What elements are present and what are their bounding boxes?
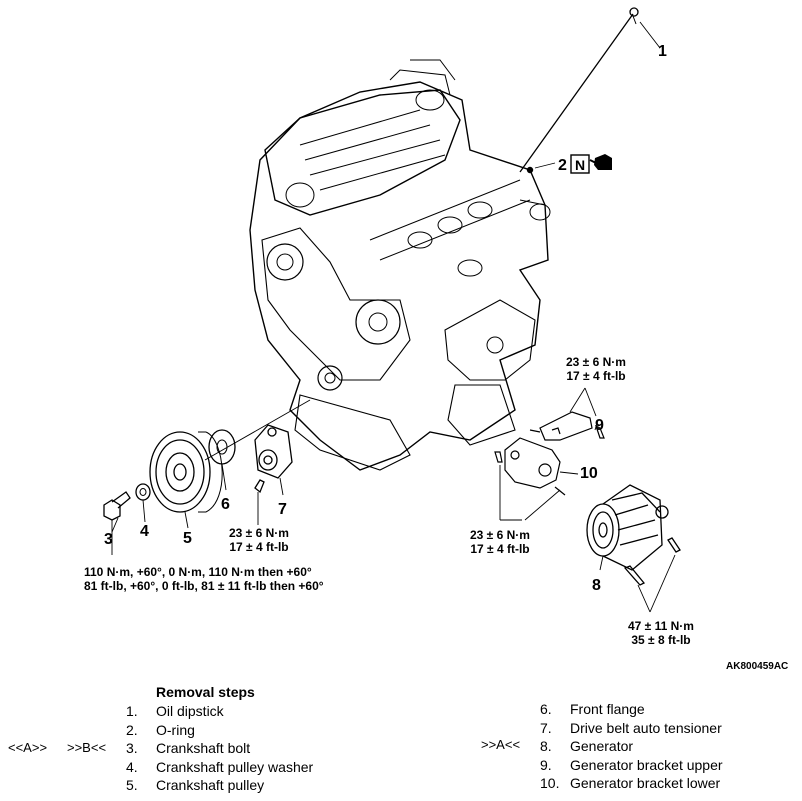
removal-steps-heading: Removal steps (156, 684, 255, 700)
torque-tensioner: 23 ± 6 N·m 17 ± 4 ft-lb (229, 526, 289, 554)
engine-exploded-diagram (103, 7, 681, 613)
callout-9: 9 (595, 417, 604, 434)
list-item: 8.Generator (540, 738, 634, 754)
timing-cover (261, 227, 411, 381)
callout-4: 4 (140, 523, 149, 540)
figure-id: AK800459AC (726, 661, 789, 672)
ref-right-a: >>A<< (481, 737, 521, 752)
bracket-upper-graphic (529, 411, 605, 441)
oil-can-icon (589, 154, 612, 170)
generator-graphic (586, 484, 681, 586)
crank-bolt-graphic (103, 491, 131, 521)
front-flange-graphic (208, 429, 236, 465)
torque-generator-ftlb: 35 ± 8 ft-lb (631, 633, 691, 647)
torque-crank-bolt-ftlb: 81 ft-lb, +60°, 0 ft-lb, 81 ± 11 ft-lb t… (84, 579, 324, 593)
n-symbol: N (575, 157, 586, 173)
list-item: 10.Generator bracket lower (540, 775, 721, 791)
torque-generator-nm: 47 ± 11 N·m (628, 619, 694, 633)
engine-block (249, 81, 549, 471)
torque-tensioner-nm: 23 ± 6 N·m (229, 526, 289, 540)
torque-bracket-lower: 23 ± 6 N·m 17 ± 4 ft-lb (470, 528, 530, 556)
torque-bracket-upper-ftlb: 17 ± 4 ft-lb (566, 369, 626, 383)
callout-10: 10 (580, 465, 598, 482)
torque-tensioner-ftlb: 17 ± 4 ft-lb (229, 540, 289, 554)
torque-bracket-upper: 23 ± 6 N·m 17 ± 4 ft-lb (566, 355, 626, 383)
torque-bracket-lower-ftlb: 17 ± 4 ft-lb (470, 542, 530, 556)
oil-pan (294, 394, 411, 471)
callout-2: 2 (558, 157, 567, 174)
torque-crank-bolt: 110 N·m, +60°, 0 N·m, 110 N·m then +60° … (84, 565, 324, 593)
removal-steps-left: 1.Oil dipstick 2.O-ring 3.Crankshaft bol… (126, 702, 313, 795)
crankshaft-pulley-graphic (149, 431, 223, 513)
callout-5: 5 (183, 530, 192, 547)
intake-manifold (264, 89, 461, 216)
callout-1: 1 (658, 43, 667, 60)
list-item: 4.Crankshaft pulley washer (126, 758, 314, 775)
exhaust-manifold (444, 299, 536, 381)
tensioner-graphic (254, 424, 293, 494)
list-item: 2.O-ring (126, 721, 195, 738)
list-item: 1.Oil dipstick (126, 703, 224, 719)
callout-6: 6 (221, 496, 230, 513)
list-item: 3.Crankshaft bolt (126, 740, 251, 756)
ref-left-b: >>B<< (67, 740, 107, 755)
torque-crank-bolt-nm: 110 N·m, +60°, 0 N·m, 110 N·m then +60° (84, 565, 312, 579)
callout-7: 7 (278, 501, 287, 518)
torque-bracket-upper-nm: 23 ± 6 N·m (566, 355, 626, 369)
list-item: 6.Front flange (540, 701, 645, 717)
callout-8: 8 (592, 577, 601, 594)
ref-left-a: <<A>> (8, 740, 48, 755)
list-item: 9.Generator bracket upper (540, 756, 723, 773)
washer-graphic (135, 483, 151, 501)
removal-steps-right: 6.Front flange 7.Drive belt auto tension… (540, 700, 723, 793)
torque-generator: 47 ± 11 N·m 35 ± 8 ft-lb (628, 619, 694, 647)
torque-bracket-lower-nm: 23 ± 6 N·m (470, 528, 530, 542)
dipstick-shaft (519, 13, 634, 173)
n-symbol-box (570, 154, 590, 174)
list-item: 5.Crankshaft pulley (126, 777, 265, 793)
bracket-lower-graphic (494, 437, 566, 496)
list-item: 7.Drive belt auto tensioner (540, 719, 722, 736)
callout-3: 3 (104, 531, 113, 548)
